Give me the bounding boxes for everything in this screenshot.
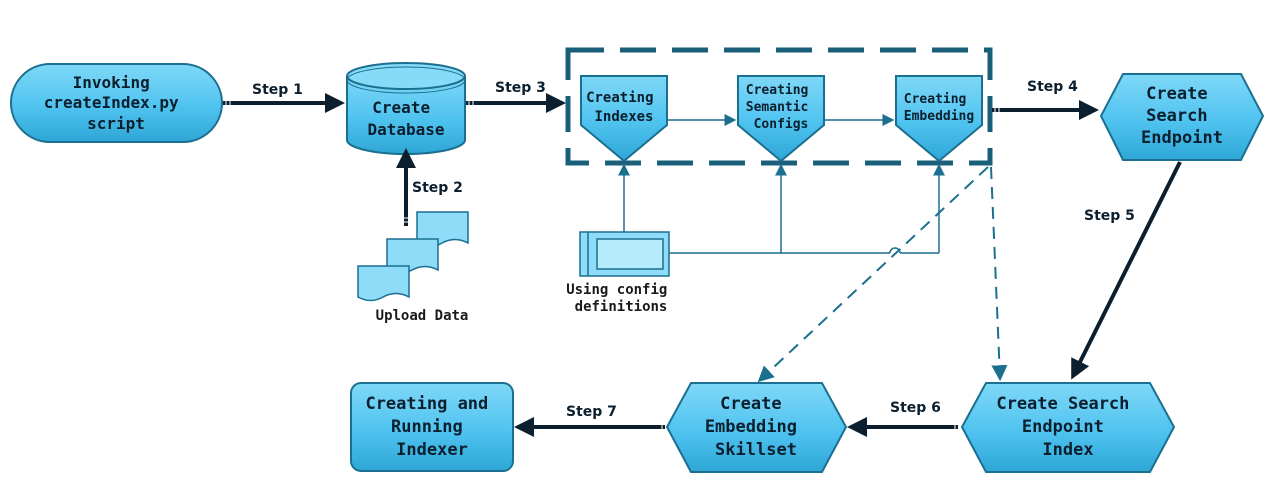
- database-line-1: Create: [372, 98, 430, 117]
- skillset-line-1: Create: [720, 394, 781, 414]
- search-endpoint-index-line-3: Index: [1042, 440, 1093, 460]
- search-endpoint-line-3: Endpoint: [1141, 128, 1223, 148]
- svg-text:Invoking createIndex.py: Invoking createIndex.py script: [44, 73, 189, 133]
- search-endpoint-index-line-1: Create Search: [996, 394, 1129, 414]
- step-3-label: Step 3: [495, 80, 546, 96]
- embedding-line-2: Embedding: [904, 109, 974, 124]
- invoke-line-3: script: [87, 114, 145, 133]
- step-arrows: [223, 93, 1182, 437]
- semantic-line-3: Configs: [754, 117, 809, 132]
- search-endpoint-index-line-2: Endpoint: [1022, 417, 1104, 437]
- config-caption-line-2: definitions: [575, 299, 668, 315]
- database-line-2: Database: [367, 120, 444, 139]
- invoke-line-1: Invoking: [73, 73, 150, 92]
- step-4-label: Step 4: [1027, 79, 1078, 95]
- invoke-node: Invoking createIndex.py script: [10, 63, 223, 143]
- semantic-line-1: Creating: [746, 83, 809, 98]
- search-endpoint-node: Create Search Endpoint: [1099, 73, 1265, 161]
- embedding-line-1: Creating: [904, 92, 967, 107]
- config-connectors: [618, 163, 945, 254]
- svg-text:Creating Indexes: Creating Indexes: [586, 90, 662, 125]
- indexes-node: Creating Indexes: [580, 75, 668, 163]
- database-node: Create Database: [346, 62, 466, 155]
- step-5-label: Step 5: [1084, 208, 1135, 224]
- indexer-node: Creating and Running Indexer: [350, 382, 514, 472]
- dashed-group-box: [565, 47, 993, 166]
- step-7-label: Step 7: [566, 404, 617, 420]
- svg-text:Creating Embedding: Creating Embedding: [904, 92, 974, 124]
- upload-data-caption: Upload Data: [376, 308, 469, 324]
- svg-text:Creating and Running: Creating and Running Indexer: [365, 394, 498, 460]
- indexer-line-2: Running: [391, 417, 463, 437]
- indexes-line-1: Creating: [586, 90, 653, 106]
- svg-text:Create Search Endp: Create Search Endpoint: [1141, 84, 1223, 148]
- config-definitions-icon: [579, 231, 670, 277]
- skillset-node: Create Embedding Skillset: [665, 382, 848, 473]
- svg-text:Create Embedding S: Create Embedding Skillset: [705, 394, 807, 460]
- svg-text:Create Database: Create Database: [367, 98, 444, 139]
- step-1-label: Step 1: [252, 82, 303, 98]
- svg-text:Create Search Endpoint: Create Search Endpoint Index: [996, 394, 1139, 460]
- invoke-line-2: createIndex.py: [44, 93, 179, 112]
- embedding-node: Creating Embedding: [895, 75, 983, 163]
- upload-data-icon: [357, 211, 469, 302]
- search-endpoint-line-2: Search: [1146, 106, 1207, 126]
- indexes-line-2: Indexes: [594, 109, 653, 125]
- search-endpoint-index-node: Create Search Endpoint Index: [960, 382, 1176, 473]
- search-endpoint-line-1: Create: [1146, 84, 1207, 104]
- step-2-label: Step 2: [412, 180, 463, 196]
- indexer-line-3: Indexer: [396, 440, 468, 460]
- semantic-line-2: Semantic: [746, 100, 809, 115]
- indexer-line-1: Creating and: [365, 394, 488, 414]
- arrow-tails: [225, 101, 1000, 429]
- config-caption-line-1: Using config: [566, 282, 667, 298]
- skillset-line-3: Skillset: [715, 440, 797, 460]
- svg-text:Creating Semantic: Creating Semantic Configs: [746, 83, 816, 132]
- dashed-to-skillset: [757, 166, 989, 383]
- step-6-label: Step 6: [890, 400, 941, 416]
- semantic-node: Creating Semantic Configs: [737, 75, 825, 163]
- skillset-line-2: Embedding: [705, 417, 797, 437]
- dashed-to-endpoint-index: [990, 166, 1008, 382]
- svg-text:Using config definitions: Using config definitions: [566, 282, 676, 315]
